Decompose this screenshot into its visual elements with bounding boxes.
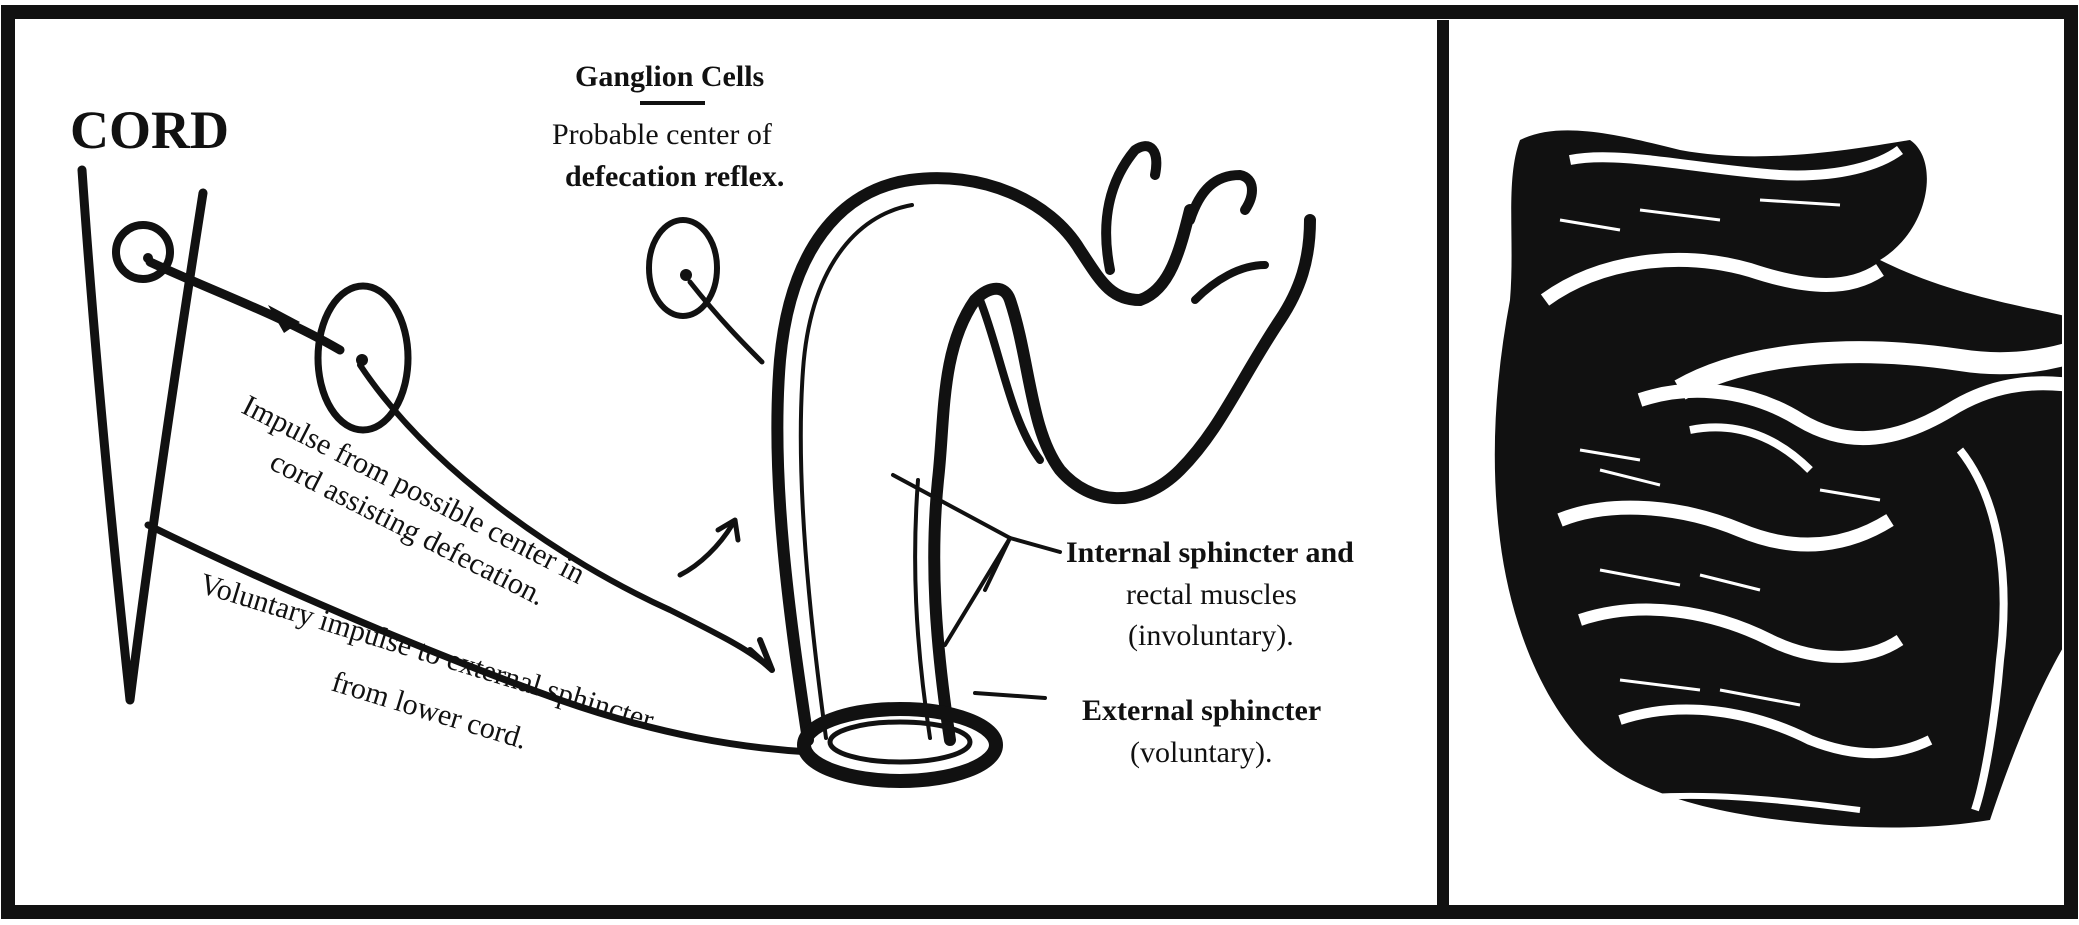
internal-sphincter-line3: (involuntary). bbox=[1128, 619, 1294, 652]
external-sphincter-line1: External sphincter bbox=[1082, 694, 1321, 727]
internal-sphincter-line1: Internal sphincter and bbox=[1066, 536, 1354, 569]
impulse-cord-line1: Impulse from possible center in bbox=[237, 389, 590, 591]
internal-sphincter-line2: rectal muscles bbox=[1126, 578, 1297, 611]
rectum-colon-drawing bbox=[777, 146, 1310, 781]
ganglion-desc-line1: Probable center of bbox=[552, 118, 772, 151]
ganglion-marker bbox=[649, 220, 762, 362]
right-panel-cross-section bbox=[1495, 130, 2079, 827]
cord-label: CORD bbox=[70, 100, 229, 160]
ganglion-desc-line2: defecation reflex. bbox=[565, 160, 784, 193]
external-sphincter-line2: (voluntary). bbox=[1130, 736, 1272, 769]
left-panel: CORD Ganglion Cells Probable center of d… bbox=[70, 60, 1354, 781]
ganglion-title: Ganglion Cells bbox=[575, 60, 764, 93]
spinal-cord-drawing bbox=[82, 170, 203, 700]
